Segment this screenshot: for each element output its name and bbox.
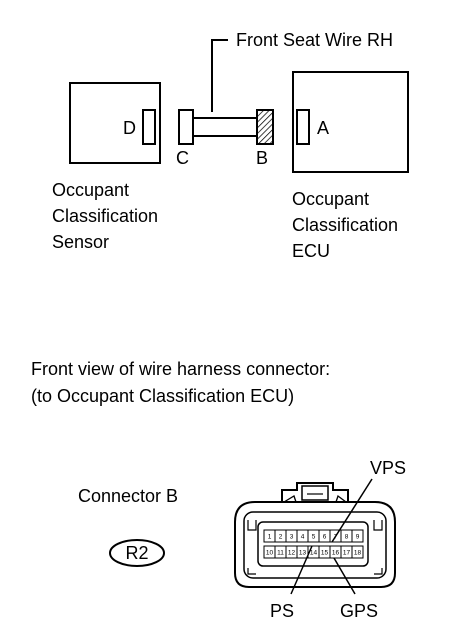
connector-d-label: D (123, 118, 136, 138)
pin-number: 15 (321, 550, 329, 557)
connector-name-label: Connector B (78, 486, 178, 506)
connector-code-badge (109, 539, 165, 567)
pin-number: 6 (323, 534, 327, 541)
pin-number: 8 (345, 534, 349, 541)
pin-number: 16 (332, 550, 340, 557)
connector-c-label: C (176, 148, 189, 168)
connector-b-label: B (256, 148, 268, 168)
wire-label: Front Seat Wire RH (236, 30, 393, 50)
ecu-connector-a (296, 109, 310, 145)
ecu-label-line2: Classification (292, 215, 398, 235)
pin-number: 18 (354, 550, 362, 557)
pin-number: 3 (290, 534, 294, 541)
pin-number: 11 (277, 550, 284, 557)
wire-harness (192, 117, 258, 137)
connector-b (256, 109, 274, 145)
pin-cell (351, 545, 364, 559)
ps-leader (290, 545, 313, 595)
connector-a-label: A (317, 118, 329, 138)
ecu-label-line1: Occupant (292, 189, 369, 209)
ecu-box (292, 71, 409, 173)
pin-number: 14 (310, 550, 318, 557)
sensor-connector-d (142, 109, 156, 145)
front-view-caption-line1: Front view of wire harness connector: (31, 359, 330, 379)
ecu-label-line3: ECU (292, 241, 330, 261)
pin-cell (351, 529, 364, 543)
pin-number: 1 (268, 534, 272, 541)
pin-number: 2 (279, 534, 283, 541)
pin-number: 10 (266, 550, 274, 557)
ps-label: PS (270, 601, 294, 621)
connector-code: R2 (125, 543, 148, 563)
pin-number: 13 (299, 550, 307, 557)
vps-leader (331, 478, 373, 543)
pin-number: 4 (301, 534, 305, 541)
connector-c (178, 109, 194, 145)
sensor-label-line1: Occupant (52, 180, 129, 200)
sensor-label-line3: Sensor (52, 232, 109, 252)
vps-label: VPS (370, 458, 406, 478)
pin-number: 9 (356, 534, 360, 541)
gps-leader (333, 557, 356, 595)
wire-label-leader (211, 39, 228, 112)
pin-number: 17 (343, 550, 351, 557)
pin-number: 12 (288, 550, 296, 557)
pin-number: 5 (312, 534, 316, 541)
gps-label: GPS (340, 601, 378, 621)
front-view-caption-line2: (to Occupant Classification ECU) (31, 386, 294, 406)
sensor-label-line2: Classification (52, 206, 158, 226)
